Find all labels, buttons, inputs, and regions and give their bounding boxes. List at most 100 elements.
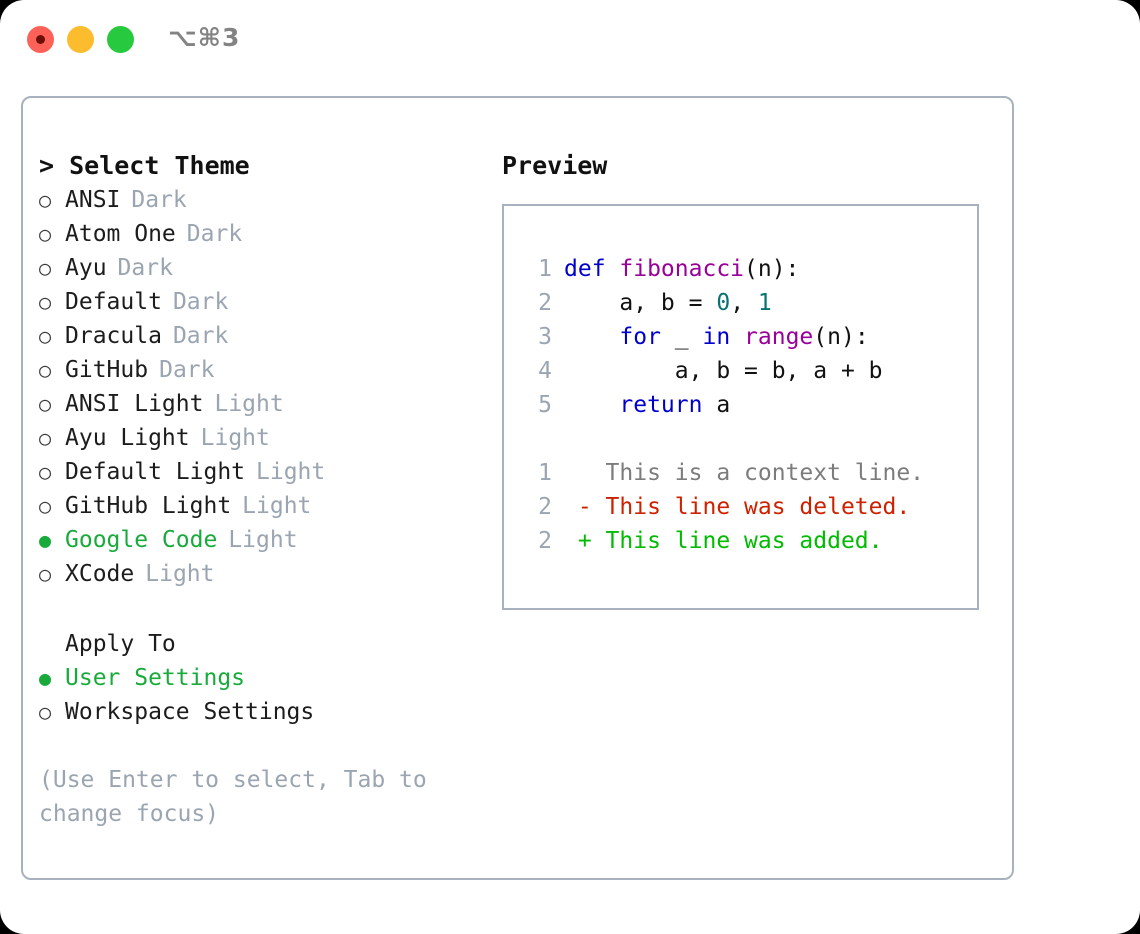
code-text: This is a context line. xyxy=(564,456,925,490)
code-spacer xyxy=(522,422,969,456)
theme-variant-tag: Light xyxy=(214,391,284,417)
diff-line: 2 + This line was added. xyxy=(522,524,969,558)
code-token: return xyxy=(619,392,703,418)
code-line: 2 a, b = 0, 1 xyxy=(522,286,969,320)
code-token: (n): xyxy=(744,256,800,282)
theme-option-github-light[interactable]: ○ GitHub Light Light xyxy=(39,489,489,523)
line-number: 4 xyxy=(538,358,552,384)
radio-unselected-icon: ○ xyxy=(39,392,52,416)
apply-to-option-user-settings[interactable]: ●User Settings xyxy=(39,661,489,695)
code-token: 0 xyxy=(716,290,731,316)
window-controls xyxy=(27,26,134,53)
theme-option-label: GitHub xyxy=(65,357,149,383)
theme-variant-tag: Dark xyxy=(131,187,187,213)
radio-unselected-icon: ○ xyxy=(39,562,52,586)
code-text: + This line was added. xyxy=(564,524,883,558)
line-number: 3 xyxy=(538,324,552,350)
code-line: 1 def fibonacci(n): xyxy=(522,252,969,286)
title-bar: ⌥⌘3 xyxy=(0,0,1140,76)
code-token: def xyxy=(564,256,620,282)
close-button[interactable] xyxy=(27,26,54,53)
theme-variant-tag: Light xyxy=(256,459,326,485)
theme-option-ansi[interactable]: ○ ANSI Dark xyxy=(39,183,489,217)
radio-unselected-icon: ○ xyxy=(39,188,52,212)
code-token: This is a context line. xyxy=(564,460,925,486)
theme-variant-tag: Dark xyxy=(186,221,243,247)
theme-option-label: Default xyxy=(65,289,162,315)
radio-unselected-icon: ○ xyxy=(39,460,52,484)
theme-option-label: Dracula xyxy=(65,323,162,349)
theme-variant-tag: Light xyxy=(228,527,298,553)
theme-option-label: XCode xyxy=(65,561,135,587)
code-text: for _ in range(n): xyxy=(564,320,868,354)
theme-variant-tag: Dark xyxy=(117,255,173,281)
code-token: 1 xyxy=(757,290,772,316)
code-token: _ xyxy=(660,324,703,350)
theme-option-label: GitHub Light xyxy=(65,493,232,519)
keyboard-shortcut-label: ⌥⌘3 xyxy=(168,23,241,52)
theme-variant-tag: Light xyxy=(242,493,312,519)
code-text: a, b = b, a + b xyxy=(564,354,883,388)
line-number: 1 xyxy=(538,256,552,282)
code-text: def fibonacci(n): xyxy=(564,252,799,286)
theme-option-label: Ayu Light xyxy=(65,425,190,451)
code-line: 3 for _ in range(n): xyxy=(522,320,969,354)
apply-to-option-workspace-settings[interactable]: ○ Workspace Settings xyxy=(39,695,489,729)
code-text: return a xyxy=(564,388,730,422)
code-token xyxy=(730,324,744,350)
theme-option-ayu-light[interactable]: ○ Ayu Light Light xyxy=(39,421,489,455)
theme-option-label: ANSI Light xyxy=(65,391,204,417)
diff-line: 1 This is a context line. xyxy=(522,456,969,490)
theme-option-xcode[interactable]: ○ XCode Light xyxy=(39,557,489,591)
radio-unselected-icon: ○ xyxy=(39,290,52,314)
theme-variant-tag: Dark xyxy=(172,323,229,349)
theme-variant-tag: Light xyxy=(145,561,215,587)
code-token: a, b = b, a + b xyxy=(564,358,883,384)
maximize-button[interactable] xyxy=(107,26,134,53)
radio-unselected-icon: ○ xyxy=(39,700,52,724)
line-number: 2 xyxy=(538,290,552,316)
radio-unselected-icon: ○ xyxy=(39,222,52,246)
code-text: - This line was deleted. xyxy=(564,490,910,524)
code-line: 5 return a xyxy=(522,388,969,422)
code-token: , xyxy=(730,290,758,316)
radio-unselected-icon: ○ xyxy=(39,494,52,518)
theme-variant-tag: Light xyxy=(200,425,270,451)
line-number: 2 xyxy=(538,528,552,554)
diff-line: 2 - This line was deleted. xyxy=(522,490,969,524)
theme-option-google-code[interactable]: ● Google Code Light xyxy=(39,523,489,557)
apply-to-header: Apply To xyxy=(65,631,176,657)
code-token xyxy=(564,392,619,418)
code-text: a, b = 0, 1 xyxy=(564,286,772,320)
theme-option-default-light[interactable]: ○ Default Light Light xyxy=(39,455,489,489)
theme-option-label: Google Code xyxy=(65,527,218,553)
theme-option-label: Default Light xyxy=(65,459,246,485)
radio-unselected-icon: ○ xyxy=(39,426,52,450)
apply-to-option-label: Workspace Settings xyxy=(65,699,315,725)
radio-selected-icon: ● xyxy=(39,666,52,690)
radio-unselected-icon: ○ xyxy=(39,358,52,382)
theme-option-label: ANSI xyxy=(65,187,121,213)
radio-unselected-icon: ○ xyxy=(39,256,52,280)
theme-option-ansi-light[interactable]: ○ ANSI Light Light xyxy=(39,387,489,421)
radio-selected-icon: ● xyxy=(39,528,52,552)
code-token xyxy=(564,324,619,350)
code-token: a xyxy=(702,392,731,418)
minimize-button[interactable] xyxy=(67,26,94,53)
code-line: 4 a, b = b, a + b xyxy=(522,354,969,388)
line-number: 5 xyxy=(538,392,552,418)
preview-title: Preview xyxy=(502,151,608,180)
code-token: a, b = xyxy=(564,290,717,316)
